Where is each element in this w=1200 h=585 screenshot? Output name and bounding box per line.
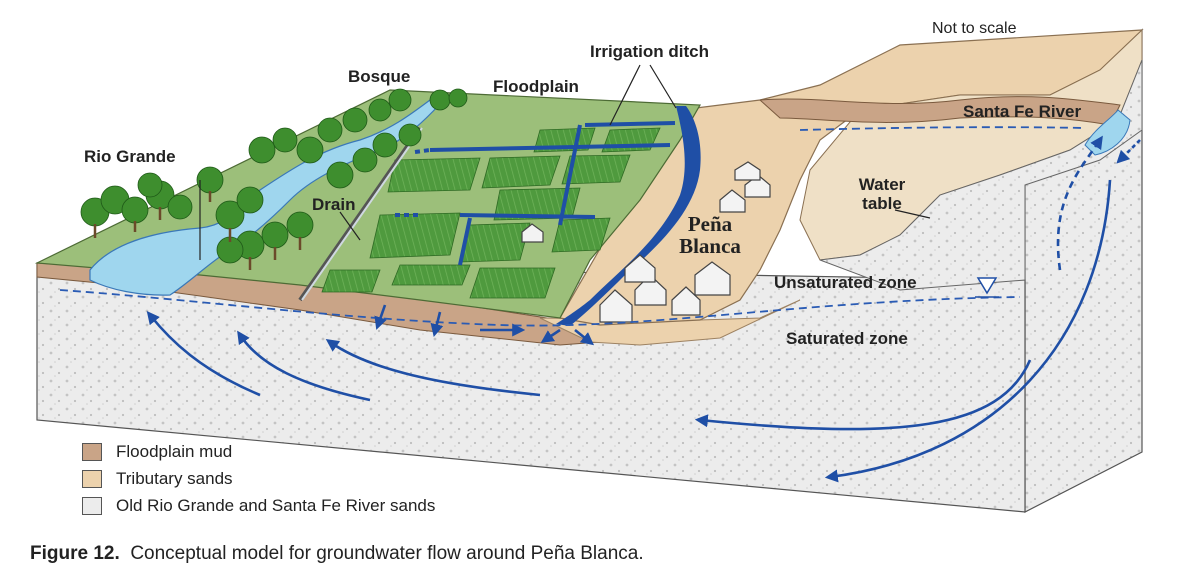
irrigation-laterals bbox=[395, 121, 676, 266]
figure-caption: Figure 12. Conceptual model for groundwa… bbox=[30, 543, 644, 565]
figure-caption-text: Conceptual model for groundwater flow ar… bbox=[130, 543, 644, 564]
water-table-label: Water table bbox=[846, 175, 918, 213]
santa-fe-river-label: Santa Fe River bbox=[963, 102, 1082, 121]
groundwater-flow-arrows bbox=[146, 135, 1141, 483]
irrigation-ditch-label: Irrigation ditch bbox=[590, 42, 709, 61]
water-table-label-line1: Water bbox=[858, 175, 906, 194]
santa-fe-water-table bbox=[799, 126, 1086, 131]
legend-item-tributary-sands: Tributary sands bbox=[82, 465, 435, 492]
drain bbox=[298, 126, 422, 302]
unsaturated-zone-label: Unsaturated zone bbox=[774, 273, 917, 292]
legend-item-floodplain-mud: Floodplain mud bbox=[82, 438, 435, 465]
legend-swatch bbox=[82, 496, 102, 515]
rio-grande-label: Rio Grande bbox=[84, 147, 176, 166]
tributary-sand-surface bbox=[559, 29, 1144, 326]
legend-swatch bbox=[82, 442, 102, 461]
leader-lines bbox=[199, 64, 931, 260]
pena-blanca-houses bbox=[521, 161, 771, 323]
water-table-line bbox=[59, 289, 1021, 327]
tributary-sands-front bbox=[539, 299, 801, 346]
irrigation-ditch-main bbox=[556, 106, 701, 326]
bosque-trees bbox=[80, 88, 468, 270]
upland-aquifer-top bbox=[819, 59, 1143, 291]
floodplain-label: Floodplain bbox=[493, 77, 579, 96]
figure-number: Figure 12. bbox=[30, 543, 120, 564]
pena-blanca-label-line2: Blanca bbox=[679, 234, 741, 259]
legend-swatch bbox=[82, 469, 102, 488]
legend: Floodplain mud Tributary sands Old Rio G… bbox=[82, 438, 435, 519]
pena-blanca-label-line1: Peña bbox=[687, 212, 733, 236]
legend-item-old-sands: Old Rio Grande and Santa Fe River sands bbox=[82, 492, 435, 519]
saturated-zone-label: Saturated zone bbox=[786, 329, 908, 348]
pena-blanca-label: Peña Blanca bbox=[665, 213, 755, 257]
legend-label: Tributary sands bbox=[116, 468, 233, 488]
legend-label: Old Rio Grande and Santa Fe River sands bbox=[116, 495, 436, 515]
drain-label: Drain bbox=[312, 195, 356, 214]
water-table-symbol bbox=[976, 277, 998, 295]
bosque-label: Bosque bbox=[348, 67, 411, 86]
agricultural-fields bbox=[321, 127, 661, 299]
not-to-scale-note: Not to scale bbox=[932, 20, 1017, 37]
legend-label: Floodplain mud bbox=[116, 441, 233, 461]
water-table-label-line2: table bbox=[862, 193, 902, 213]
